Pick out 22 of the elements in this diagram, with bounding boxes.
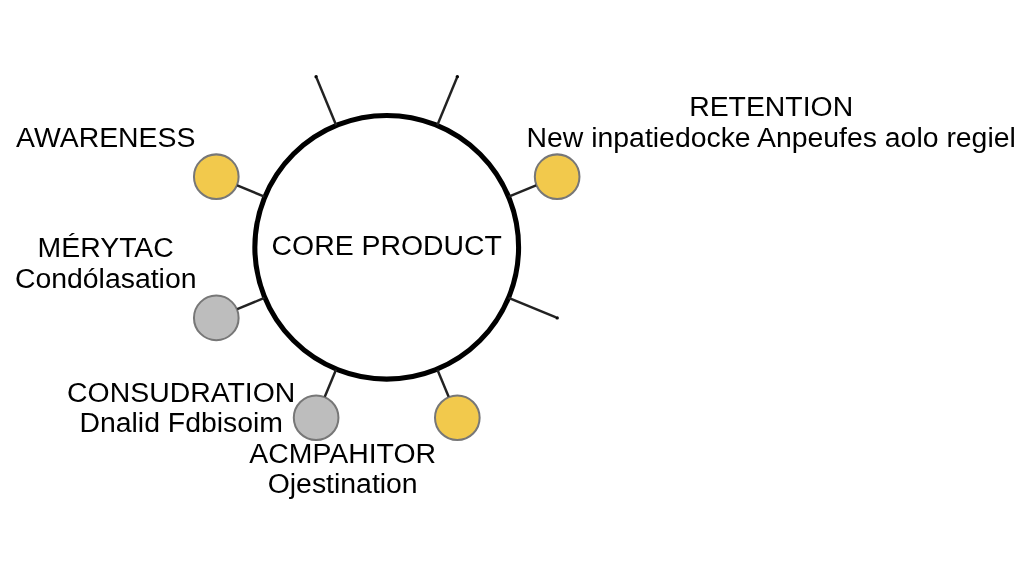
connector [236, 183, 265, 198]
node-label: Dnalid Fdbisoim [78, 405, 283, 438]
node-circle [533, 152, 580, 200]
connector [314, 76, 337, 126]
node-circle: CORE PRODUCT [251, 112, 521, 382]
node-label: ACMPAHITOR [248, 436, 436, 469]
node-label: RETENTION [688, 89, 853, 122]
node-label: New inpatiedocke Anpeufes aolo regiel [526, 120, 1016, 153]
node-label: Ojestination [267, 466, 418, 499]
node-circle [192, 152, 240, 200]
node-circle [292, 393, 339, 441]
connector [323, 368, 337, 397]
connector [507, 296, 557, 319]
connector [236, 296, 265, 310]
node-label: MÉRYTAC [37, 230, 174, 263]
connector [435, 76, 458, 126]
node-circle [192, 294, 240, 341]
connector [507, 183, 537, 198]
node-label: Condólasation [14, 261, 196, 294]
connector [435, 368, 450, 397]
node-circle [433, 393, 481, 441]
node-label: AWARENESS [15, 120, 195, 153]
